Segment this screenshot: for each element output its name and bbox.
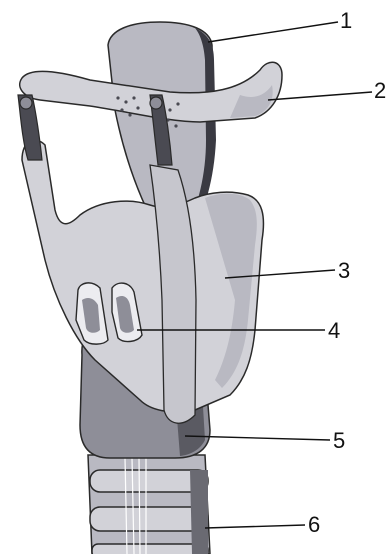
label-3: 3: [338, 260, 350, 282]
trachea-ring-2: [90, 507, 208, 531]
label-5: 5: [333, 430, 345, 452]
leader-line-6: [205, 525, 305, 528]
label-2: 2: [374, 80, 386, 102]
trachea-shadow: [190, 470, 208, 554]
label-4: 4: [328, 320, 340, 342]
label-1: 1: [340, 10, 352, 32]
leader-line-2: [268, 92, 372, 100]
label-6: 6: [308, 514, 320, 536]
leader-line-1: [208, 22, 338, 42]
trachea: [88, 455, 210, 554]
trachea-ring-3: [92, 544, 208, 554]
